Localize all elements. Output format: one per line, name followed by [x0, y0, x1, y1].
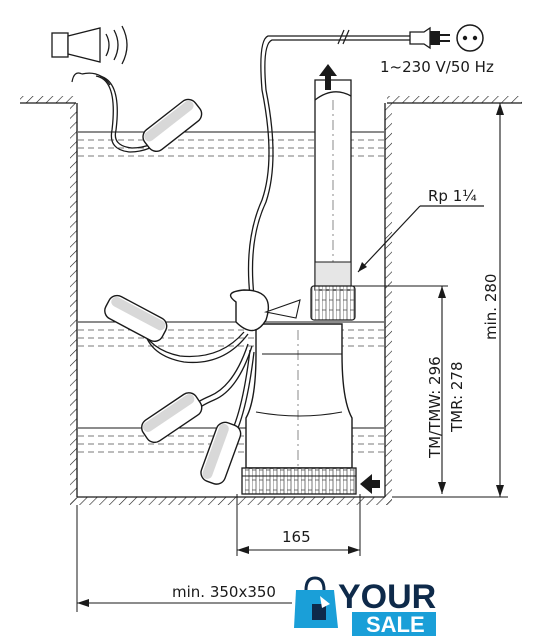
depth-dimension: [392, 102, 508, 498]
height-dimension: [352, 285, 448, 494]
socket-icon: [456, 24, 484, 52]
pump-body: [229, 289, 357, 495]
height-tmr-label: TMR: 278: [448, 361, 466, 433]
width-dimension: [236, 494, 361, 556]
power-plug-icon: [409, 26, 450, 50]
pit-label: min. 350x350: [172, 583, 276, 601]
height-tm-label: TM/TMW: 296: [426, 356, 444, 459]
logo-line2: SALE: [366, 612, 425, 637]
inlet-arrow-icon: [360, 474, 380, 494]
power-cable: [247, 29, 410, 297]
width-label: 165: [282, 528, 311, 546]
pit-walls: [20, 96, 522, 505]
discharge-pipe: [310, 79, 356, 321]
flow-arrow-up-icon: [319, 64, 337, 90]
alarm-float: [95, 75, 203, 153]
your-sale-logo: YOUR SALE: [292, 576, 452, 638]
shopping-bag-icon: [294, 576, 338, 628]
pump-float-switches: [104, 294, 255, 485]
pit-dimension: [76, 505, 300, 612]
pipe-thread-leader: [357, 205, 484, 273]
pipe-thread-label: Rp 1¼: [428, 187, 477, 205]
logo-line1: YOUR: [338, 578, 436, 616]
alarm-horn-icon: [51, 25, 128, 86]
power-label: 1~230 V/50 Hz: [380, 58, 494, 76]
depth-label: min. 280: [482, 274, 500, 340]
